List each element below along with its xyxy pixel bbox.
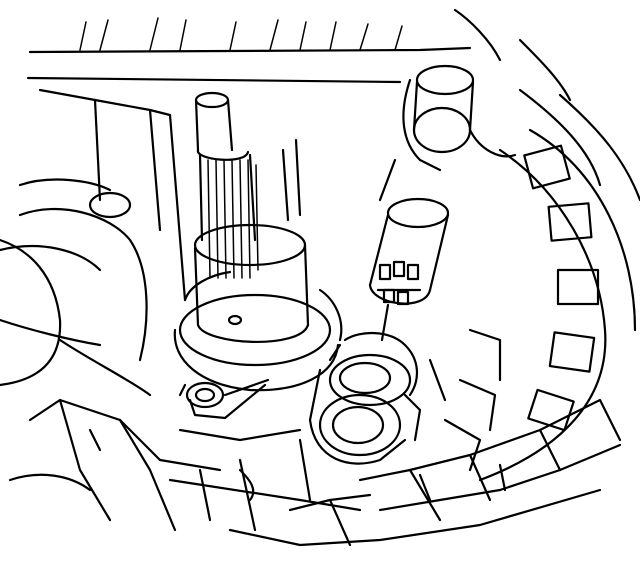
bellhousing-ribs [443, 88, 640, 482]
lower-housing [158, 428, 362, 532]
shift-fork [308, 331, 447, 465]
lower-case-sections [228, 398, 622, 547]
shaft-seal-housing [173, 223, 343, 392]
speed-sensor [368, 197, 450, 342]
retaining-bolt [178, 378, 270, 420]
case-left-walls [0, 88, 187, 532]
case-top-edge [26, 8, 572, 102]
input-shaft [194, 91, 302, 279]
mounting-boss [378, 64, 517, 202]
